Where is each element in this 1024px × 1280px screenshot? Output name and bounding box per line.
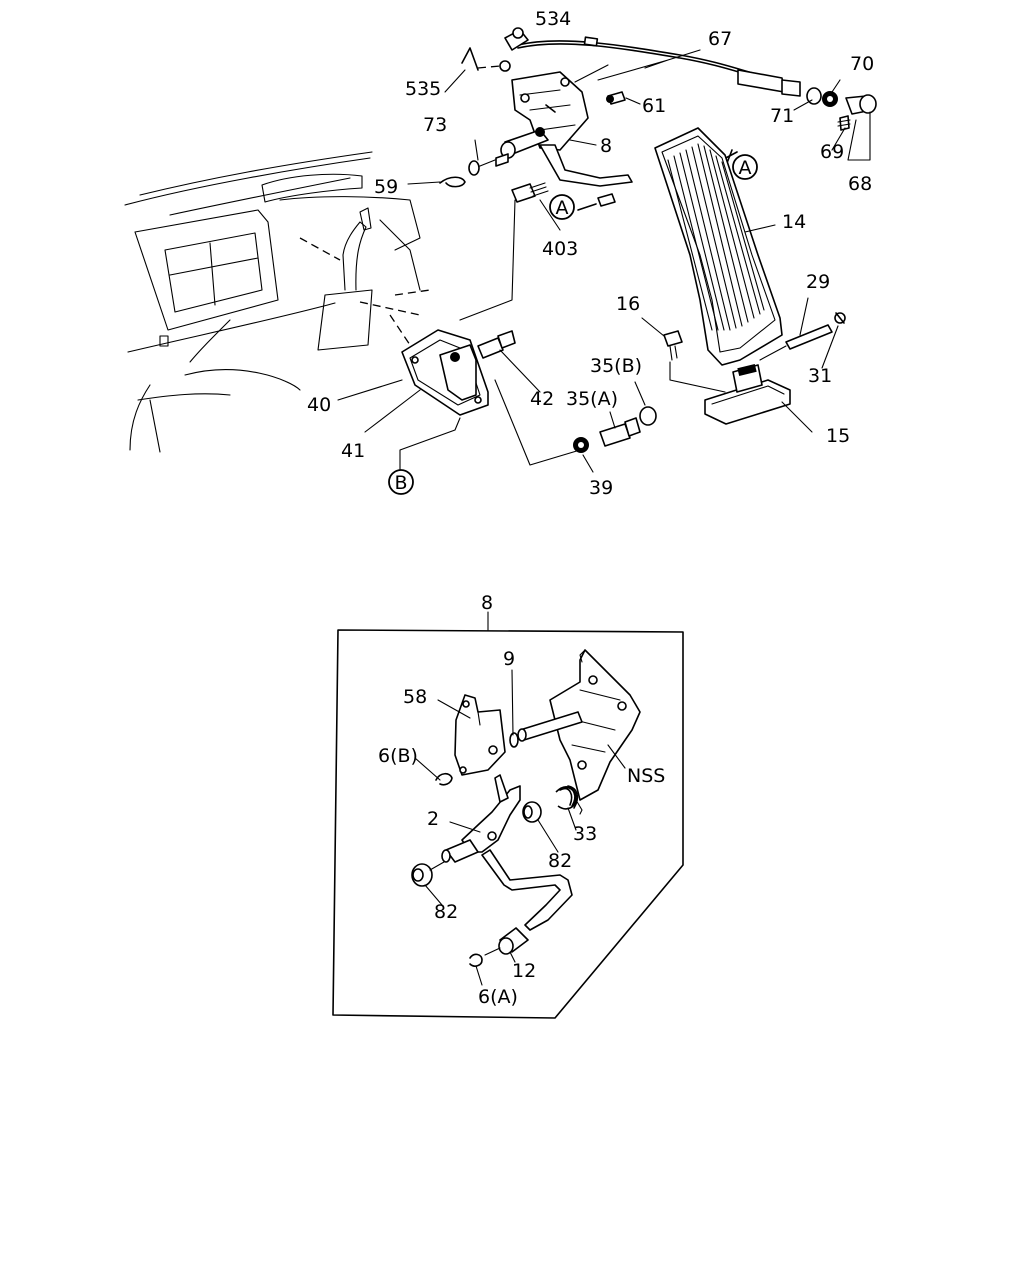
callout-labels-top: 534 67 535 70 71 61 73 8 69 68 59 403 14… xyxy=(307,8,874,499)
label-29: 29 xyxy=(806,271,830,293)
pedal-ribs xyxy=(667,143,765,331)
label-40: 40 xyxy=(307,394,331,416)
detail-plate-58 xyxy=(454,694,506,776)
label-534: 534 xyxy=(535,8,571,30)
stopper-68-69 xyxy=(837,94,877,131)
label-69: 69 xyxy=(820,141,844,163)
detail-title-8: 8 xyxy=(481,592,493,614)
detail-washer-9 xyxy=(509,732,519,748)
detail-spring-33 xyxy=(555,785,583,815)
detail-lever-2 xyxy=(441,774,521,863)
label-16: 16 xyxy=(616,293,640,315)
pedal-bracket-upper xyxy=(500,71,633,187)
reference-mark-b: B xyxy=(388,469,414,495)
bolt-35a xyxy=(599,417,641,447)
label-39: 39 xyxy=(589,477,613,499)
lower-bracket-40-41 xyxy=(401,329,489,416)
label-535: 535 xyxy=(405,78,441,100)
clip-31 xyxy=(834,312,846,324)
detail-clip-6a xyxy=(469,953,483,967)
bolt-61 xyxy=(606,91,626,105)
bolt-42 xyxy=(477,330,516,359)
ref-a-label-2: A xyxy=(556,197,569,219)
callout-leaders-top xyxy=(337,49,871,473)
detail-clip-6b xyxy=(435,772,453,786)
bolt-403 xyxy=(511,182,616,207)
detail-label-2: 2 xyxy=(427,808,439,830)
label-42: 42 xyxy=(530,388,554,410)
detail-label-6b: 6(B) xyxy=(378,745,418,767)
leader-line-b xyxy=(399,417,461,471)
label-403: 403 xyxy=(542,238,578,260)
detail-label-12: 12 xyxy=(512,960,536,982)
label-67: 67 xyxy=(708,28,732,50)
detail-label-82-upper: 82 xyxy=(548,850,572,872)
clip-59 xyxy=(439,176,466,188)
label-70: 70 xyxy=(850,53,874,75)
detail-bushing-82-upper xyxy=(522,801,542,823)
reference-mark-a-2: A xyxy=(549,194,597,220)
cable-end-534 xyxy=(504,27,529,51)
label-68: 68 xyxy=(848,173,872,195)
label-41: 41 xyxy=(341,440,365,462)
label-71: 71 xyxy=(770,105,794,127)
label-35a: 35(A) xyxy=(566,388,618,410)
detail-label-nss: NSS xyxy=(627,765,665,787)
detail-pad-12 xyxy=(484,927,529,956)
accelerator-cable xyxy=(517,36,801,97)
leader-line-403 xyxy=(459,199,516,321)
cab-interior-sketch xyxy=(124,151,431,453)
grommet-71-70 xyxy=(806,87,838,107)
label-8: 8 xyxy=(600,135,612,157)
leader-line-bracket xyxy=(494,379,581,466)
ref-a-label-1: A xyxy=(739,157,752,179)
label-14: 14 xyxy=(782,211,806,233)
callout-labels-detail: 9 58 6(B) NSS 2 33 82 82 12 6(A) xyxy=(378,648,665,1008)
label-31: 31 xyxy=(808,365,832,387)
callout-leaders-detail xyxy=(414,669,626,986)
label-61: 61 xyxy=(642,95,666,117)
detail-bracket-nss xyxy=(549,649,641,801)
detail-label-9: 9 xyxy=(503,648,515,670)
label-59: 59 xyxy=(374,176,398,198)
pedal-base-15 xyxy=(704,363,791,425)
label-73: 73 xyxy=(423,114,447,136)
detail-bushing-82-lower xyxy=(411,861,445,887)
pedal-arm-14 xyxy=(654,127,783,366)
detail-label-33: 33 xyxy=(573,823,597,845)
detail-label-82-lower: 82 xyxy=(434,901,458,923)
detail-label-6a: 6(A) xyxy=(478,986,518,1008)
reference-mark-a-1: A xyxy=(721,149,758,180)
detail-pedal-rod xyxy=(481,849,573,931)
detail-shaft xyxy=(517,711,583,742)
ref-b-label: B xyxy=(394,472,407,494)
cap-35b xyxy=(639,406,657,426)
washer-73 xyxy=(468,153,509,176)
clip-535 xyxy=(461,47,511,72)
label-35b: 35(B) xyxy=(590,355,642,377)
detail-label-58: 58 xyxy=(403,686,427,708)
screw-16 xyxy=(663,330,726,393)
detail-frame-8: 8 xyxy=(332,592,684,1019)
label-15: 15 xyxy=(826,425,850,447)
pin-29 xyxy=(759,324,833,361)
nut-39 xyxy=(573,437,589,453)
